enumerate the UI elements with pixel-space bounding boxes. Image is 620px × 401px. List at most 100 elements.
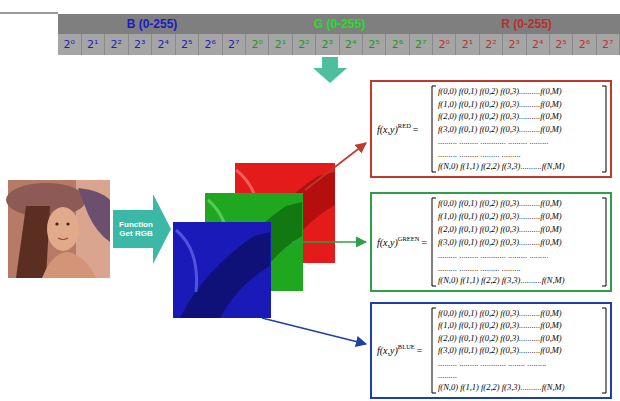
bit-cell: 2⁶ — [386, 34, 409, 55]
bit-cell: 2¹ — [269, 34, 292, 55]
arrow-label-box: Function Get RGB — [113, 194, 159, 264]
bit-weight: 2² — [485, 38, 496, 51]
right-bracket — [602, 86, 606, 172]
bit-cell: 2⁶ — [573, 34, 596, 55]
matrix-row: f(N,0) f(1,1) f(2,2) f(3,3)..........f(N… — [438, 276, 604, 285]
bit-weight: 2⁵ — [555, 38, 566, 51]
photo-eye — [66, 222, 69, 225]
matrix-row: ......... ......... ............ .......… — [438, 251, 604, 260]
bit-weight: 2⁷ — [415, 38, 426, 51]
band-header: G (0-255) — [246, 14, 433, 34]
bit-weight: 2³ — [322, 38, 333, 51]
bit-weight: 2¹ — [275, 38, 286, 51]
bit-cell: 2¹ — [456, 34, 479, 55]
bit-cell: 2⁴ — [340, 34, 363, 55]
bit-weight: 2² — [298, 38, 309, 51]
bit-weight: 2⁴ — [158, 38, 169, 51]
matrix-lhs: f(x,y)RED= — [377, 82, 418, 176]
photo-eye — [55, 222, 58, 225]
bit-weight: 2⁵ — [368, 38, 379, 51]
matrix-row: f(3,0) f(0,1) f(0,2) f(0,3)..........f(0… — [438, 125, 604, 134]
function-name: f(x,y) — [377, 124, 398, 135]
matrix-box: f(x,y)RED= f(0,0) f(0,1) f(0,2) f(0,3)...… — [370, 80, 612, 178]
equals-sign: = — [413, 124, 419, 135]
bit-weight: 2² — [111, 38, 122, 51]
bit-weight: 2⁷ — [602, 38, 613, 51]
bit-cell: 2⁷ — [410, 34, 433, 55]
bit-cell: 2² — [105, 34, 129, 55]
blue-layer-shade — [180, 232, 270, 318]
matrix-row: f(N,0) f(1,1) f(2,2) f(3,3)..........f(N… — [438, 383, 604, 392]
green-leader-arrow — [292, 241, 366, 243]
matrix-row: f(1,0) f(0,1) f(0,2) f(0,3)..........f(0… — [438, 100, 604, 109]
arrow-shape — [113, 194, 171, 264]
channel-header: G (0-255) — [314, 17, 365, 31]
bit-weight: 2⁴ — [345, 38, 356, 51]
photo-feather — [78, 188, 110, 242]
bit-weight: 2⁶ — [392, 38, 403, 51]
blue-layer — [173, 222, 271, 318]
bit-weight: 2³ — [134, 38, 145, 51]
bit-row: 2⁰ 2¹ 2² 2³ 2⁴ 2⁵ 2⁶ 2⁷ — [246, 34, 433, 55]
matrix-row: f(2,0) f(0,1) f(0,2) f(0,3)..........f(0… — [438, 334, 604, 343]
bit-weight: 2⁴ — [532, 38, 543, 51]
bit-cell: 2³ — [503, 34, 526, 55]
photo-face — [47, 207, 79, 251]
blue-leader-arrow — [262, 318, 366, 344]
bit-weight: 2⁰ — [251, 38, 262, 51]
portrait-photo — [6, 180, 110, 278]
bit-weight: 2⁶ — [579, 38, 590, 51]
bit-cell: 2¹ — [82, 34, 106, 55]
blue-channel-layer — [173, 222, 271, 318]
channel-superscript: RED — [398, 122, 411, 129]
bit-weight: 2⁷ — [228, 38, 239, 51]
bit-weight: 2¹ — [87, 38, 98, 51]
channel-header: B (0-255) — [127, 17, 178, 31]
bit-cell: 2⁴ — [152, 34, 176, 55]
matrix-row: f(0,0) f(0,1) f(0,2) f(0,3)..........f(0… — [438, 309, 604, 318]
function-name: f(x,y) — [377, 237, 398, 248]
matrix-row: ......... — [438, 371, 604, 380]
matrix-row: f(2,0) f(0,1) f(0,2) f(0,3)..........f(0… — [438, 225, 604, 234]
bit-cell: 2² — [293, 34, 316, 55]
bit-cell: 2⁷ — [223, 34, 247, 55]
bit-weight: 2³ — [509, 38, 520, 51]
right-bracket — [602, 308, 606, 393]
matrix-row: ......... ......... ......... ......... — [438, 264, 604, 273]
matrix-body: f(0,0) f(0,1) f(0,2) f(0,3)..........f(0… — [438, 87, 604, 171]
photo-shoulder — [42, 252, 96, 278]
equals-sign: = — [417, 345, 423, 356]
bit-cell: 2⁶ — [199, 34, 223, 55]
photo-mouth — [58, 238, 68, 240]
bit-cell: 2⁵ — [363, 34, 386, 55]
bit-cell: 2² — [480, 34, 503, 55]
matrix-body: f(0,0) f(0,1) f(0,2) f(0,3)..........f(0… — [438, 309, 604, 392]
left-bracket — [432, 86, 436, 172]
matrix-row: ......... ......... ............ .......… — [438, 359, 604, 368]
channel-band: B (0-255)2⁰2¹2²2³2⁴2⁵2⁶2⁷ — [58, 14, 246, 55]
bit-cell: 2⁴ — [527, 34, 550, 55]
bit-row: 2⁰2¹2²2³2⁴2⁵2⁶2⁷ — [58, 34, 246, 55]
matrix-row: f(0,0) f(0,1) f(0,2) f(0,3)..........f(0… — [438, 87, 604, 96]
bit-weight: 2⁶ — [205, 38, 216, 51]
frame-line — [0, 13, 58, 14]
matrix-brackets — [432, 86, 606, 393]
matrix-box: f(x,y)GREEN=f(0,0) f(0,1) f(0,2) f(0,3).… — [370, 192, 612, 292]
bit-cell: 2⁷ — [597, 34, 620, 55]
bit-cell: 2⁰ — [58, 34, 82, 55]
matrix-row: f(1,0) f(0,1) f(0,2) f(0,3)..........f(0… — [438, 212, 604, 221]
blue-layer-highlight — [176, 230, 197, 292]
matrix-row: f(1,0) f(0,1) f(0,2) f(0,3)..........f(0… — [438, 321, 604, 330]
matrix-row: ......... ......... ............ .......… — [438, 137, 604, 146]
bit-cell: 2³ — [129, 34, 153, 55]
bit-cell: 2³ — [316, 34, 339, 55]
band-header: B (0-255) — [58, 14, 246, 34]
band-header: R (0-255) — [433, 14, 620, 34]
left-bracket — [432, 308, 436, 393]
matrix-row: f(0,0) f(0,1) f(0,2) f(0,3)..........f(0… — [438, 199, 604, 208]
matrix-lhs: f(x,y)BLUE= — [377, 304, 422, 397]
channel-header: R (0-255) — [501, 17, 552, 31]
function-arrow: Function Get RGB — [113, 194, 171, 264]
bit-cell: 2⁵ — [550, 34, 573, 55]
